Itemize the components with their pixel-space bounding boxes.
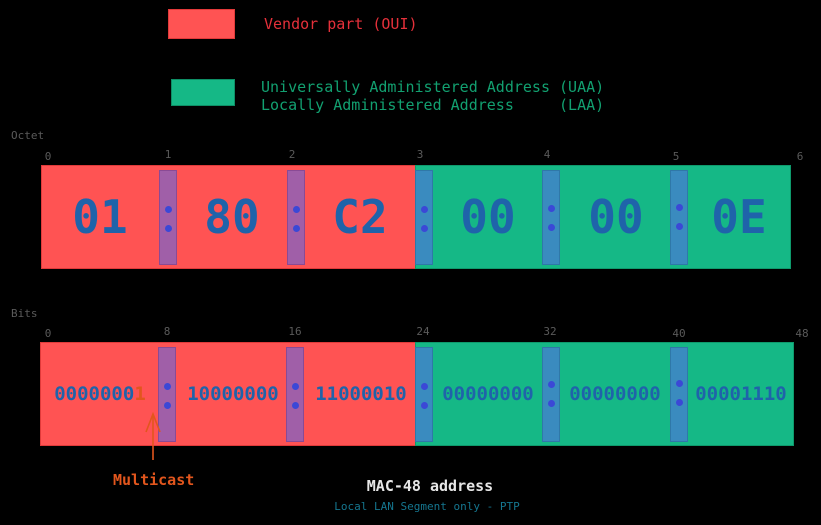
bits-value-prefix: 0000000 — [54, 383, 135, 405]
bits-tick: 8 — [163, 325, 171, 338]
colon-dot-icon — [165, 225, 172, 232]
octet-value: 01 — [72, 190, 128, 244]
bits-value: 00001110 — [695, 383, 787, 405]
colon-dot-icon — [292, 402, 299, 409]
colon-dot-icon — [548, 205, 555, 212]
bits-axis-title: Bits — [11, 307, 38, 320]
bits-tick: 40 — [672, 327, 686, 340]
colon-dot-icon — [164, 383, 171, 390]
octet-tick: 6 — [796, 150, 804, 163]
legend-label-uaa-laa: Universally Administered Address (UAA) L… — [261, 78, 605, 114]
octet-tick: 2 — [288, 148, 296, 161]
colon-dot-icon — [165, 206, 172, 213]
colon-dot-icon — [676, 223, 683, 230]
octet-separator — [287, 170, 305, 265]
colon-dot-icon — [293, 206, 300, 213]
bits-separator — [670, 347, 688, 442]
octet-value: 00 — [460, 190, 516, 244]
legend-swatch-uaa — [171, 79, 235, 106]
colon-dot-icon — [164, 402, 171, 409]
bits-tick: 0 — [44, 327, 52, 340]
octet-value: 80 — [204, 190, 260, 244]
octet-separator — [159, 170, 177, 265]
octet-tick: 3 — [416, 148, 424, 161]
colon-dot-icon — [421, 225, 428, 232]
bits-separator — [286, 347, 304, 442]
colon-dot-icon — [421, 383, 428, 390]
legend-swatch-oui — [168, 9, 235, 39]
colon-dot-icon — [676, 399, 683, 406]
octet-value: 00 — [588, 190, 644, 244]
octet-tick: 4 — [543, 148, 551, 161]
octet-tick: 1 — [164, 148, 172, 161]
colon-dot-icon — [421, 402, 428, 409]
octet-oui-segment — [41, 165, 416, 269]
octet-tick: 0 — [44, 150, 52, 163]
bits-separator — [158, 347, 176, 442]
octet-value: C2 — [332, 190, 388, 244]
diagram-subtitle: Local LAN Segment only - PTP — [334, 500, 520, 513]
bits-tick: 16 — [288, 325, 302, 338]
bits-separator — [415, 347, 433, 442]
colon-dot-icon — [421, 206, 428, 213]
octet-axis-title: Octet — [11, 129, 45, 142]
octet-value: 0E — [711, 190, 767, 244]
bits-tick: 24 — [416, 325, 430, 338]
bits-separator — [542, 347, 560, 442]
octet-tick: 5 — [672, 150, 680, 163]
bits-oui-segment — [40, 342, 416, 446]
colon-dot-icon — [676, 204, 683, 211]
octet-separator — [415, 170, 433, 265]
diagram-title: MAC-48 address — [366, 477, 494, 495]
colon-dot-icon — [292, 383, 299, 390]
colon-dot-icon — [548, 224, 555, 231]
bits-value: 00000000 — [442, 383, 534, 405]
legend-label-oui: Vendor part (OUI) — [264, 15, 418, 33]
octet-separator — [670, 170, 688, 265]
bits-tick: 32 — [543, 325, 557, 338]
bits-value: 00000000 — [569, 383, 661, 405]
colon-dot-icon — [548, 381, 555, 388]
multicast-label: Multicast — [113, 471, 195, 489]
colon-dot-icon — [548, 400, 555, 407]
bits-value: 10000000 — [187, 383, 279, 405]
colon-dot-icon — [676, 380, 683, 387]
bits-value: 11000010 — [315, 383, 407, 405]
bits-tick: 48 — [795, 327, 809, 340]
octet-separator — [542, 170, 560, 265]
octet-uaa-segment — [415, 165, 791, 269]
bits-uaa-segment — [415, 342, 794, 446]
colon-dot-icon — [293, 225, 300, 232]
multicast-bit: 1 — [134, 383, 146, 405]
arrow-up-icon — [145, 412, 161, 460]
